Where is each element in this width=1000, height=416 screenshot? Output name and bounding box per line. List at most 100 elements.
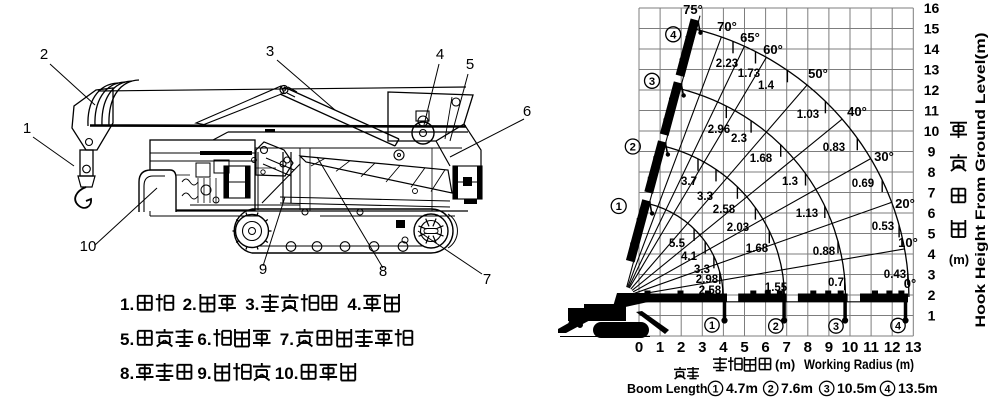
svg-text:2.3: 2.3 — [731, 133, 747, 145]
svg-text:4.: 4. — [347, 295, 361, 314]
svg-text:2.96: 2.96 — [708, 124, 730, 136]
svg-text:1: 1 — [712, 383, 718, 395]
svg-text:13: 13 — [905, 339, 922, 356]
svg-text:13: 13 — [924, 62, 940, 78]
svg-text:4.1: 4.1 — [681, 251, 698, 263]
svg-text:15: 15 — [924, 21, 940, 37]
svg-text:1.68: 1.68 — [750, 153, 773, 165]
svg-text:4: 4 — [436, 46, 444, 63]
svg-text:0.88: 0.88 — [813, 246, 836, 258]
svg-text:5: 5 — [928, 226, 936, 242]
svg-text:2.03: 2.03 — [727, 222, 749, 234]
svg-text:5.5: 5.5 — [669, 238, 686, 250]
svg-text:5: 5 — [466, 56, 474, 73]
svg-text:6: 6 — [761, 339, 769, 356]
svg-text:8: 8 — [928, 164, 936, 180]
svg-text:30°: 30° — [874, 149, 894, 164]
svg-text:9: 9 — [259, 261, 267, 278]
svg-text:0.7: 0.7 — [828, 277, 844, 289]
svg-text:2: 2 — [773, 321, 779, 333]
svg-text:4: 4 — [670, 29, 677, 41]
svg-text:1: 1 — [656, 339, 664, 356]
svg-text:70°: 70° — [717, 19, 737, 34]
svg-text:7.6m: 7.6m — [781, 380, 813, 396]
svg-text:0: 0 — [635, 339, 643, 356]
svg-text:9.: 9. — [197, 364, 211, 383]
svg-text:10.: 10. — [275, 364, 299, 383]
svg-text:3: 3 — [824, 383, 830, 395]
svg-text:(m): (m) — [775, 357, 795, 372]
svg-text:1.13: 1.13 — [796, 208, 818, 220]
svg-text:2: 2 — [677, 339, 685, 356]
svg-text:8.: 8. — [120, 364, 134, 383]
svg-text:2.23: 2.23 — [716, 58, 738, 70]
svg-text:1.68: 1.68 — [746, 243, 769, 255]
svg-text:10: 10 — [80, 238, 97, 255]
svg-text:3.: 3. — [245, 295, 259, 314]
svg-text:1: 1 — [928, 308, 936, 324]
svg-text:12: 12 — [924, 82, 940, 98]
svg-text:7: 7 — [928, 185, 936, 201]
svg-text:1: 1 — [709, 320, 715, 332]
svg-text:75°: 75° — [683, 2, 703, 17]
svg-text:14: 14 — [924, 41, 940, 57]
svg-text:4: 4 — [719, 339, 728, 356]
svg-text:2: 2 — [768, 383, 774, 395]
svg-text:7.: 7. — [280, 330, 294, 349]
svg-text:6: 6 — [928, 205, 936, 221]
svg-text:8: 8 — [804, 339, 812, 356]
svg-text:40°: 40° — [847, 104, 867, 119]
svg-text:4: 4 — [928, 246, 936, 262]
svg-text:1.03: 1.03 — [797, 109, 819, 121]
svg-text:3.3: 3.3 — [694, 264, 710, 276]
svg-text:0.69: 0.69 — [852, 178, 874, 190]
svg-text:2.98: 2.98 — [696, 274, 719, 286]
svg-text:1.4: 1.4 — [758, 80, 775, 92]
svg-text:50°: 50° — [808, 66, 828, 81]
svg-text:0.83: 0.83 — [823, 142, 845, 154]
svg-text:0°: 0° — [904, 276, 916, 291]
svg-text:2: 2 — [928, 287, 936, 303]
svg-text:3.7: 3.7 — [681, 176, 697, 188]
svg-text:3: 3 — [649, 76, 655, 88]
svg-text:7: 7 — [483, 271, 491, 288]
svg-text:1: 1 — [616, 201, 622, 213]
svg-text:0.43: 0.43 — [884, 269, 906, 281]
svg-text:6: 6 — [523, 103, 531, 120]
svg-text:3: 3 — [928, 267, 936, 283]
svg-text:5.: 5. — [120, 330, 134, 349]
svg-text:Hook Height From Ground Level(: Hook Height From Ground Level(m) — [973, 33, 988, 328]
svg-text:10: 10 — [924, 123, 940, 139]
svg-text:2: 2 — [40, 46, 48, 63]
svg-text:10.5m: 10.5m — [837, 380, 877, 396]
svg-text:10: 10 — [842, 339, 859, 356]
svg-text:2: 2 — [630, 142, 636, 154]
svg-text:3: 3 — [833, 321, 839, 333]
svg-text:6.: 6. — [197, 330, 211, 349]
svg-text:8: 8 — [379, 263, 387, 280]
svg-text:5: 5 — [740, 339, 748, 356]
svg-text:11: 11 — [924, 103, 939, 119]
svg-text:10°: 10° — [898, 235, 918, 250]
svg-text:Working Radius (m): Working Radius (m) — [804, 357, 914, 372]
svg-text:60°: 60° — [763, 42, 783, 57]
svg-text:11: 11 — [863, 339, 879, 356]
svg-text:20°: 20° — [895, 196, 915, 211]
svg-text:65°: 65° — [740, 30, 760, 45]
svg-text:1.: 1. — [120, 295, 134, 314]
svg-text:9: 9 — [825, 339, 833, 356]
svg-text:12: 12 — [884, 339, 901, 356]
svg-text:2.: 2. — [183, 295, 197, 314]
svg-text:1: 1 — [23, 120, 31, 137]
svg-text:16: 16 — [924, 0, 940, 16]
svg-text:9: 9 — [928, 144, 936, 160]
svg-text:3: 3 — [698, 339, 706, 356]
svg-text:4.7m: 4.7m — [726, 380, 758, 396]
svg-text:0.53: 0.53 — [872, 221, 894, 233]
svg-text:1.3: 1.3 — [782, 176, 798, 188]
svg-text:Boom Length: Boom Length — [627, 382, 708, 396]
svg-text:7: 7 — [783, 339, 791, 356]
svg-text:3.3: 3.3 — [697, 191, 713, 203]
svg-text:2.58: 2.58 — [713, 204, 736, 216]
svg-text:(m): (m) — [949, 252, 969, 267]
